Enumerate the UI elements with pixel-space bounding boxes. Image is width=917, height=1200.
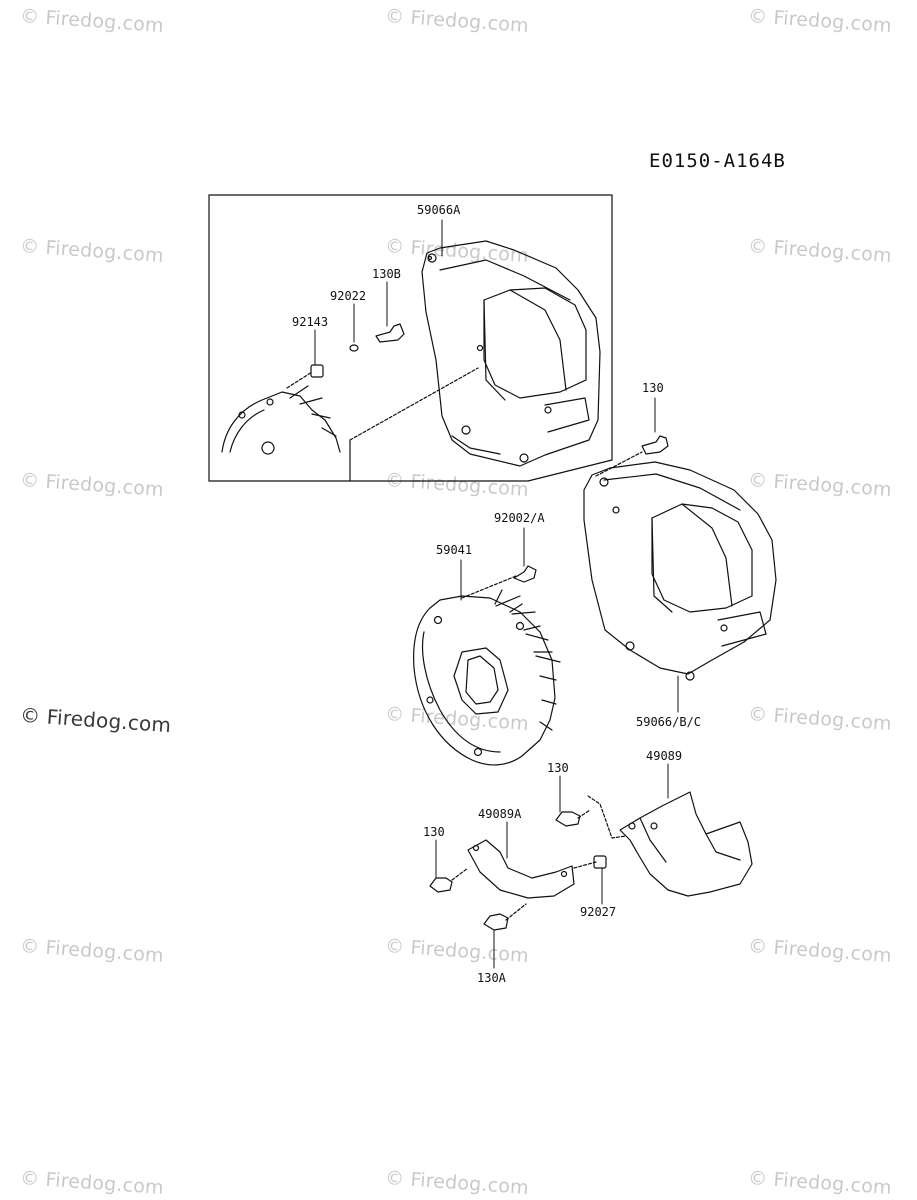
part-label-92002a: 92002/A bbox=[494, 511, 545, 525]
part-label-130b: 130B bbox=[372, 267, 401, 281]
part-label-130-left: 130 bbox=[423, 825, 445, 839]
shroud-59066bc-drawing bbox=[583, 435, 777, 681]
part-label-59041: 59041 bbox=[436, 543, 472, 557]
leader-lines bbox=[314, 219, 679, 969]
part-label-49089a: 49089A bbox=[478, 807, 522, 821]
inset-frame bbox=[208, 194, 613, 482]
part-label-92143: 92143 bbox=[292, 315, 328, 329]
cover-49089-drawing bbox=[587, 791, 753, 897]
part-labels: 59066A 130B 92022 92143 130 92002/A 5904… bbox=[292, 203, 701, 985]
part-label-92022: 92022 bbox=[330, 289, 366, 303]
diagram-code: E0150-A164B bbox=[649, 150, 786, 172]
fan-59041-drawing bbox=[413, 565, 561, 766]
shroud-59066a-drawing bbox=[421, 240, 601, 467]
part-label-49089: 49089 bbox=[646, 749, 682, 763]
part-label-130a: 130A bbox=[477, 971, 507, 985]
part-label-130-mid: 130 bbox=[547, 761, 569, 775]
part-label-59066a: 59066A bbox=[417, 203, 461, 217]
inset-fasteners bbox=[286, 323, 479, 441]
part-label-130-top: 130 bbox=[642, 381, 664, 395]
part-label-92027: 92027 bbox=[580, 905, 616, 919]
bracket-49089a-drawing bbox=[467, 839, 597, 899]
part-label-59066bc: 59066/B/C bbox=[636, 715, 701, 729]
fan-partial-drawing bbox=[221, 385, 341, 455]
